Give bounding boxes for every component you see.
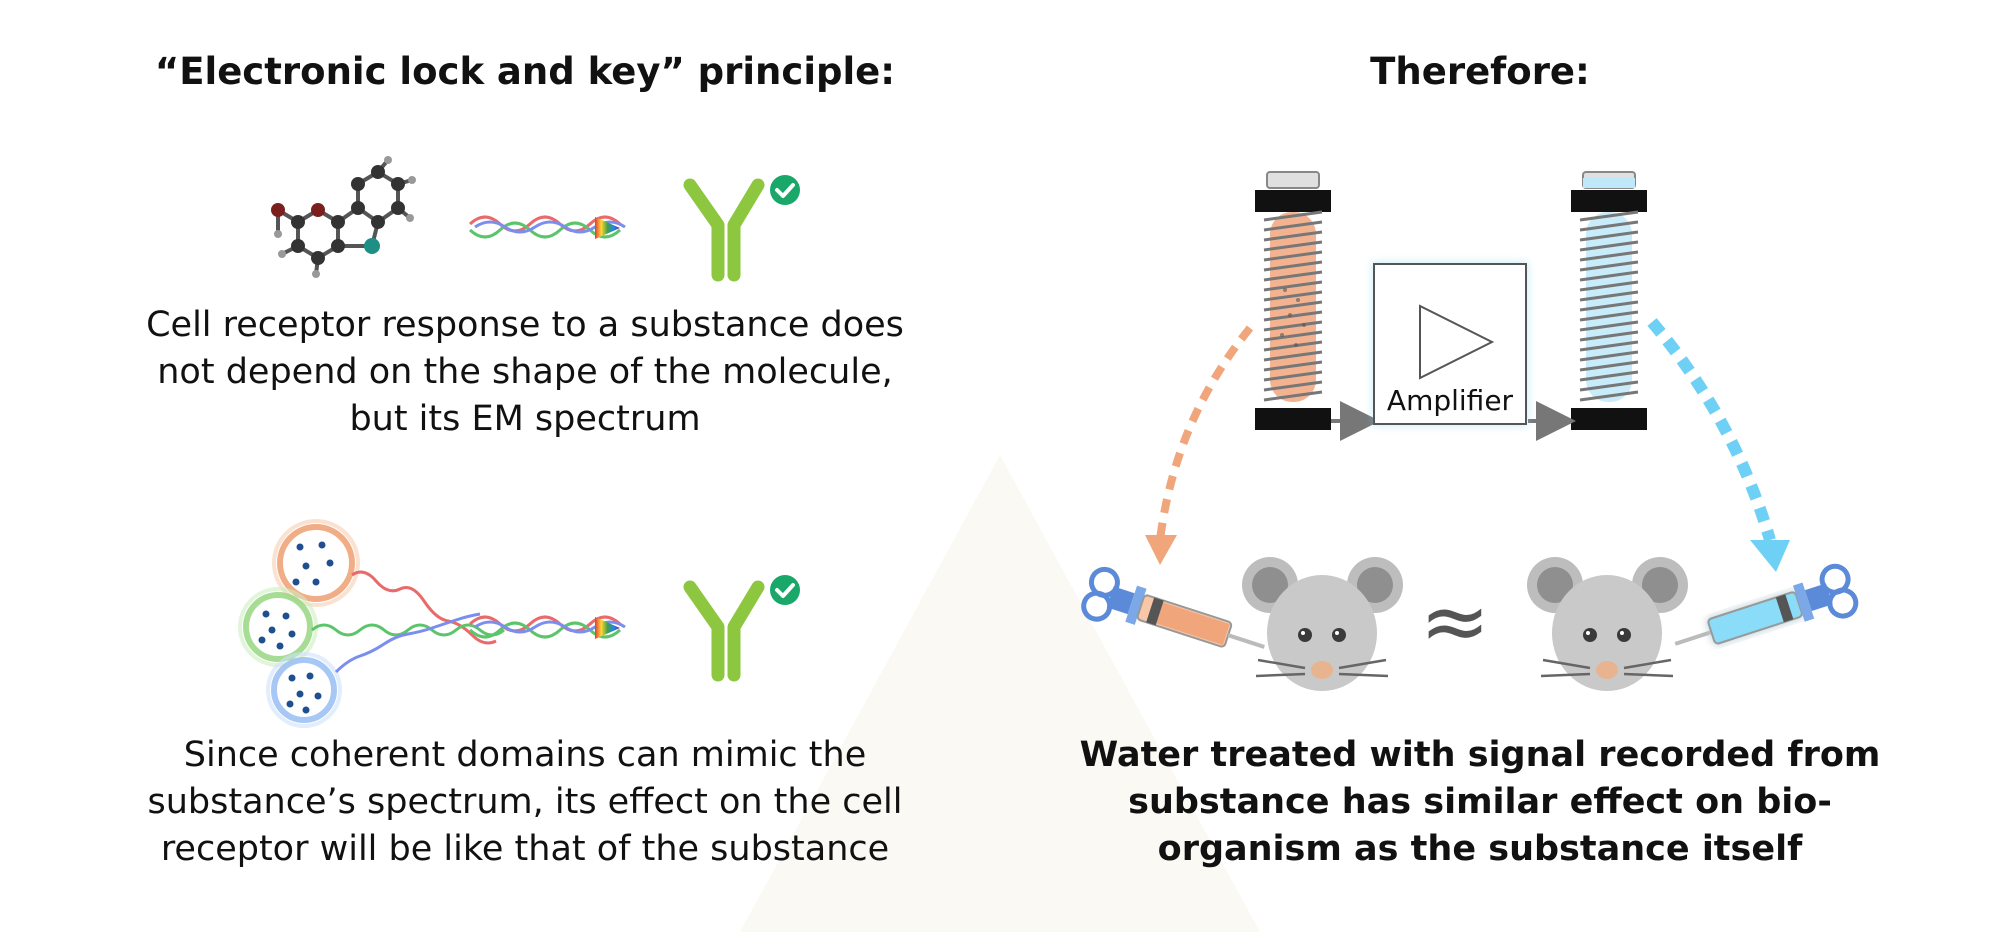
- coherent-domain-orange: [272, 519, 360, 607]
- blue-dashed-arrow: [1647, 318, 1790, 572]
- caption-water-treated: Water treated with signal recorded from …: [1079, 735, 1881, 869]
- receptor-icon-2: [683, 580, 765, 682]
- coil-blue-icon: [1571, 171, 1647, 430]
- coil-orange-icon: [1255, 171, 1331, 430]
- approx-symbol: ≈: [1420, 572, 1490, 670]
- mouse-right-icon: [1527, 557, 1688, 691]
- left-heading: “Electronic lock and key” principle:: [154, 50, 896, 93]
- syringe-blue-icon: [1674, 563, 1859, 646]
- amplifier-label: Amplifier: [1387, 384, 1514, 417]
- domain-waves-icon: [311, 570, 626, 674]
- molecule-icon: [271, 156, 416, 278]
- coherent-domain-blue: [266, 652, 342, 728]
- check-icon: [770, 175, 800, 205]
- syringe-orange-icon: [1081, 566, 1265, 649]
- orange-dashed-arrow: [1145, 325, 1254, 565]
- caption-coherent-domains: Since coherent domains can mimic the sub…: [147, 735, 903, 869]
- em-wave-icon: [468, 215, 626, 239]
- caption-receptor-response: Cell receptor response to a substance do…: [146, 305, 904, 439]
- mouse-left-icon: [1242, 557, 1403, 691]
- amplifier-triangle-icon: [1419, 304, 1495, 380]
- receptor-icon: [683, 178, 765, 282]
- right-heading: Therefore:: [1370, 50, 1590, 93]
- amplifier-box: Amplifier: [1372, 262, 1528, 426]
- check-icon-2: [770, 575, 800, 605]
